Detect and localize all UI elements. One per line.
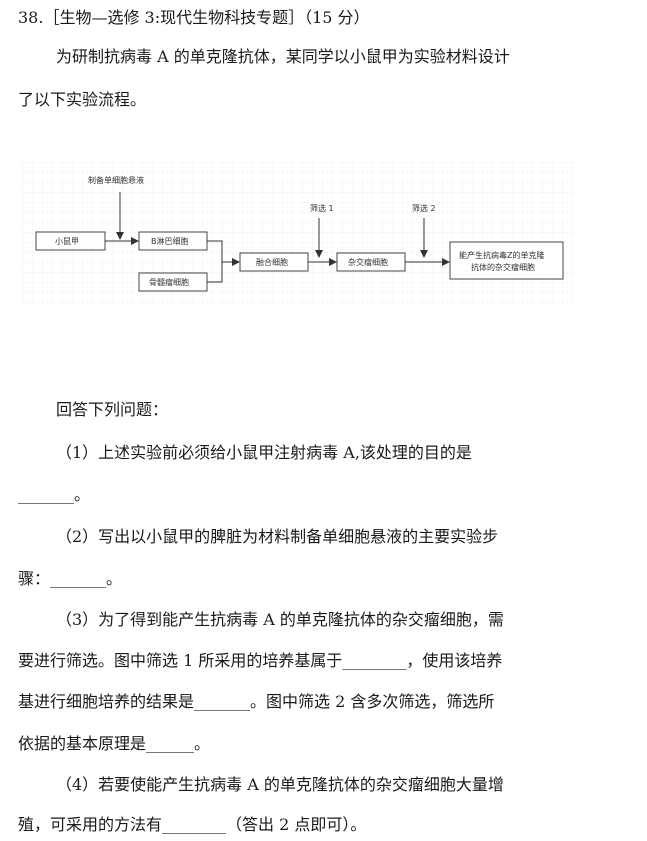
q1-line-1: （1）上述实验前必须给小鼠甲注射病毒 A,该处理的目的是 xyxy=(56,443,472,462)
box-fused-label: 融合细胞 xyxy=(256,257,288,267)
label-screen-2: 筛选 2 xyxy=(412,203,436,213)
diagram-grid-background xyxy=(22,162,574,304)
q2-line-2: 骤：_______。 xyxy=(18,569,123,588)
label-prepare-suspension: 制备单细胞悬液 xyxy=(88,175,144,185)
box-hybridoma-label: 杂交瘤细胞 xyxy=(348,257,388,267)
flow-diagram: 制备单细胞悬液 筛选 1 筛选 2 小鼠甲 B淋巴细胞 骨髓瘤细胞 融合细胞 杂… xyxy=(22,162,574,304)
intro-line-1: 为研制抗病毒 A 的单克隆抗体，某同学以小鼠甲为实验材料设计 xyxy=(56,47,510,66)
q3-line-2: 要进行筛选。图中筛选 1 所采用的培养基属于________，使用该培养 xyxy=(18,651,503,670)
q2-line-1: （2）写出以小鼠甲的脾脏为材料制备单细胞悬液的主要实验步 xyxy=(56,527,499,546)
q4-line-1: （4）若要使能产生抗病毒 A 的单克隆抗体的杂交瘤细胞大量增 xyxy=(56,775,504,794)
label-screen-1: 筛选 1 xyxy=(310,203,334,213)
box-mouse-label: 小鼠甲 xyxy=(55,237,79,246)
q3-line-4: 依据的基本原理是______。 xyxy=(18,734,211,753)
box-final xyxy=(449,241,564,280)
intro-line-2: 了以下实验流程。 xyxy=(18,90,147,109)
box-final-label-2: 抗体的杂交瘤细胞 xyxy=(471,262,535,272)
q3-line-3: 基进行细胞培养的结果是_______。图中筛选 2 含多次筛选，筛选所 xyxy=(18,692,495,711)
q4-line-2: 殖，可采用的方法有________（答出 2 点即可）。 xyxy=(18,815,367,834)
question-header: 38.［生物—选修 3:现代生物科技专题］（15 分） xyxy=(18,8,370,27)
questions-prompt: 回答下列问题： xyxy=(56,400,169,419)
box-myeloma-label: 骨髓瘤细胞 xyxy=(149,277,189,287)
q1-line-2: _______。 xyxy=(18,485,91,504)
box-b-cell-label: B淋巴细胞 xyxy=(151,236,189,246)
q3-line-1: （3）为了得到能产生抗病毒 A 的单克隆抗体的杂交瘤细胞，需 xyxy=(56,610,504,629)
box-final-label-1: 能产生抗病毒Z的单克隆 xyxy=(459,250,544,260)
